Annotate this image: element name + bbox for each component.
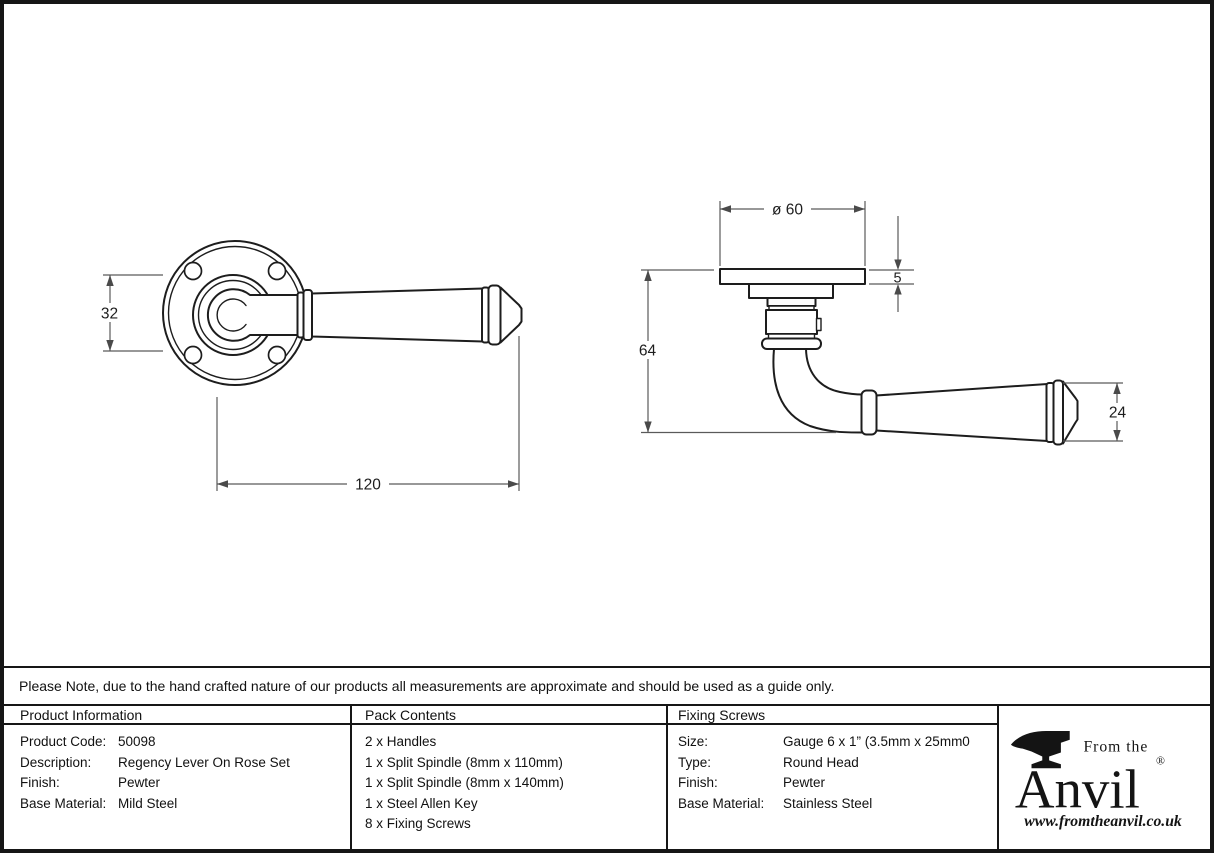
row-key: Product Code:: [20, 734, 107, 749]
fixing-screws-header: Fixing Screws: [668, 706, 997, 725]
hub-ring: [761, 337, 822, 350]
side-view: [719, 268, 1079, 446]
dimension-arrows: [106, 205, 1121, 488]
grub-screw: [815, 317, 822, 332]
lever-grip: [311, 287, 484, 343]
anvil-logo-graphic: Anvil From the ® www.fromtheanvil.co.uk: [1010, 730, 1182, 830]
list-item: 1 x Split Spindle (8mm x 140mm): [365, 775, 564, 791]
hub-step: [766, 297, 817, 307]
row-value: Pewter: [783, 775, 826, 791]
dim-label-rose-thickness: 5: [893, 271, 901, 287]
product-information-column: Product Information Product Code: 50098 …: [4, 706, 352, 849]
table-row: Product Code: 50098: [20, 732, 350, 753]
row-value: 50098: [118, 734, 156, 749]
row-value: Round Head: [783, 754, 859, 770]
lever-collar: [302, 289, 313, 341]
fixing-screws-body: Size: Gauge 6 x 1” (3.5mm x 25mm0 Type: …: [668, 725, 997, 814]
drawing-canvas: 32 120 ø 60 5 64 24: [97, 200, 1131, 494]
row-value: Mild Steel: [118, 795, 178, 811]
screw-hole: [267, 261, 287, 281]
row-key: Finish:: [678, 775, 718, 791]
rose-neck: [748, 283, 834, 299]
screw-hole: [183, 261, 203, 281]
table-row: Description: Regency Lever On Rose Set: [20, 753, 350, 774]
end-cone: [499, 286, 523, 344]
technical-drawing: 32 120 ø 60 5 64 24: [4, 4, 1210, 668]
bend-outer-curve: [772, 348, 864, 434]
bend-inner-curve: [805, 348, 864, 396]
end-ridge: [487, 284, 502, 346]
product-information-header: Product Information: [4, 706, 350, 725]
from-the-anvil-logo: Anvil From the ® www.fromtheanvil.co.uk: [1007, 725, 1203, 831]
note-text: Please Note, due to the hand crafted nat…: [19, 678, 835, 694]
table-row: Finish: Pewter: [20, 773, 350, 794]
spec-table: Product Information Product Code: 50098 …: [4, 706, 1210, 849]
rose-plate-side: [719, 268, 866, 285]
row-key: Finish:: [20, 775, 60, 791]
lever-neck-detail: [216, 298, 247, 332]
end-ridge-side: [1052, 379, 1064, 446]
table-row: Finish: Pewter: [678, 773, 997, 794]
measurement-note: Please Note, due to the hand crafted nat…: [4, 668, 1210, 706]
pack-contents-header: Pack Contents: [352, 706, 666, 725]
logo-url: www.fromtheanvil.co.uk: [1024, 813, 1182, 830]
list-item: 1 x Split Spindle (8mm x 110mm): [365, 754, 563, 770]
row-key: Type:: [678, 754, 712, 770]
pack-contents-body: 2 x Handles 1 x Split Spindle (8mm x 110…: [352, 725, 666, 835]
product-information-body: Product Code: 50098 Description: Regency…: [4, 725, 350, 814]
registered-mark: ®: [1155, 754, 1164, 767]
table-row: Type: Round Head: [678, 753, 997, 774]
dimension-label-masks: [97, 200, 1131, 492]
from-the-text: From the: [1083, 738, 1148, 755]
dim-label-rose-diameter: ø 60: [772, 202, 803, 219]
list-item: 8 x Fixing Screws: [365, 816, 471, 832]
dim-label-lever-height: 24: [1109, 405, 1127, 422]
anvil-icon: [1010, 730, 1070, 768]
list-item: 1 x Steel Allen Key: [365, 795, 478, 811]
row-value: Stainless Steel: [783, 795, 873, 811]
dim-label-overall-depth: 64: [639, 343, 657, 360]
table-row: Base Material: Mild Steel: [20, 794, 350, 815]
row-key: Base Material:: [678, 795, 765, 811]
row-key: Base Material:: [20, 795, 107, 811]
hub-collar: [765, 309, 818, 335]
list-item: 2 x Handles: [365, 734, 437, 749]
row-value: Pewter: [118, 775, 161, 791]
screw-hole: [183, 345, 203, 365]
pack-contents-column: Pack Contents 2 x Handles 1 x Split Spin…: [352, 706, 668, 849]
lever-ring-side: [860, 389, 878, 436]
row-value: Regency Lever On Rose Set: [118, 754, 290, 770]
brand-logo-cell: Anvil From the ® www.fromtheanvil.co.uk: [999, 706, 1210, 849]
screw-hole: [267, 345, 287, 365]
table-row: Base Material: Stainless Steel: [678, 794, 997, 815]
lever-neck: [206, 288, 301, 342]
table-row: Size: Gauge 6 x 1” (3.5mm x 25mm0: [678, 732, 997, 753]
row-key: Size:: [678, 734, 709, 749]
brand-name-text: Anvil: [1014, 758, 1139, 819]
end-cone-side: [1062, 380, 1079, 445]
fixing-screws-column: Fixing Screws Size: Gauge 6 x 1” (3.5mm …: [668, 706, 999, 849]
dim-label-lever-length: 120: [355, 477, 381, 494]
row-key: Description:: [20, 754, 92, 770]
lever-grip-side: [875, 383, 1049, 442]
dim-label-rose-width: 32: [101, 306, 118, 323]
row-value: Gauge 6 x 1” (3.5mm x 25mm0: [783, 734, 970, 749]
front-view: [162, 240, 523, 386]
